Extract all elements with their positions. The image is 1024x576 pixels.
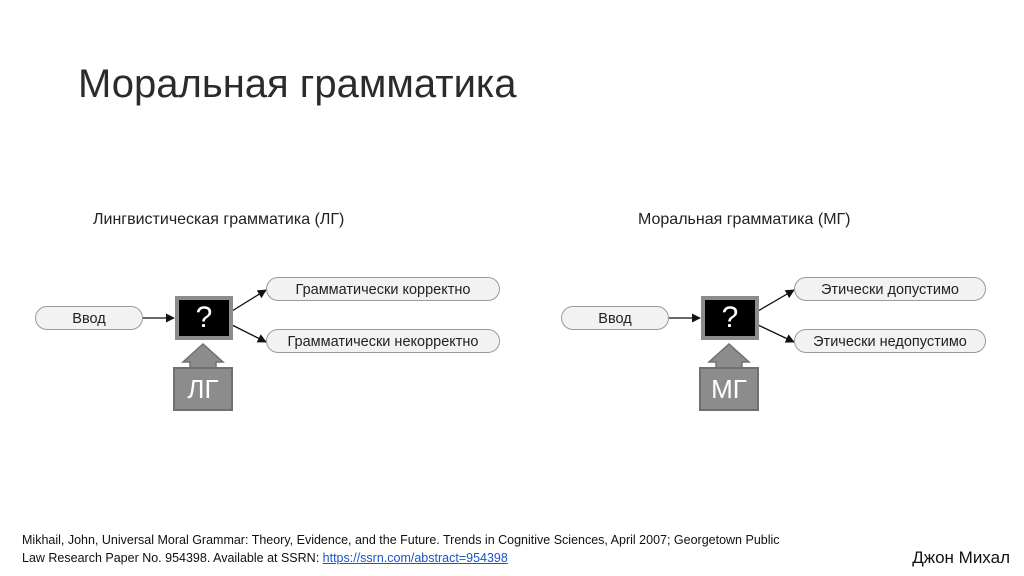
right-diagram-label: Моральная грамматика (МГ) [638, 211, 851, 228]
slide-title: Моральная грамматика [78, 62, 517, 106]
left-output-top-arrow [231, 289, 267, 312]
left-module-arrow [181, 342, 225, 369]
left-input-pill: Ввод [35, 306, 143, 330]
citation: Mikhail, John, Universal Moral Grammar: … [22, 531, 782, 567]
right-black-box: ? [701, 296, 759, 340]
right-output-top: Этически допустимо [794, 277, 986, 301]
right-output-top-arrow [757, 289, 795, 312]
left-output-top: Грамматически корректно [266, 277, 500, 301]
left-output-bottom: Грамматически некорректно [266, 329, 500, 353]
citation-link[interactable]: https://ssrn.com/abstract=954398 [322, 551, 508, 565]
left-output-bottom-arrow [231, 324, 267, 343]
right-output-bottom: Этически недопустимо [794, 329, 986, 353]
left-module-box: ЛГ [173, 367, 233, 411]
left-black-box: ? [175, 296, 233, 340]
right-output-bottom-arrow [757, 324, 795, 343]
right-input-pill: Ввод [561, 306, 669, 330]
right-module-box: МГ [699, 367, 759, 411]
right-module-arrow [707, 342, 751, 369]
author-name: Джон Михал [912, 548, 1010, 567]
left-diagram-label: Лингвистическая грамматика (ЛГ) [93, 211, 345, 228]
citation-text: Mikhail, John, Universal Moral Grammar: … [22, 533, 780, 565]
